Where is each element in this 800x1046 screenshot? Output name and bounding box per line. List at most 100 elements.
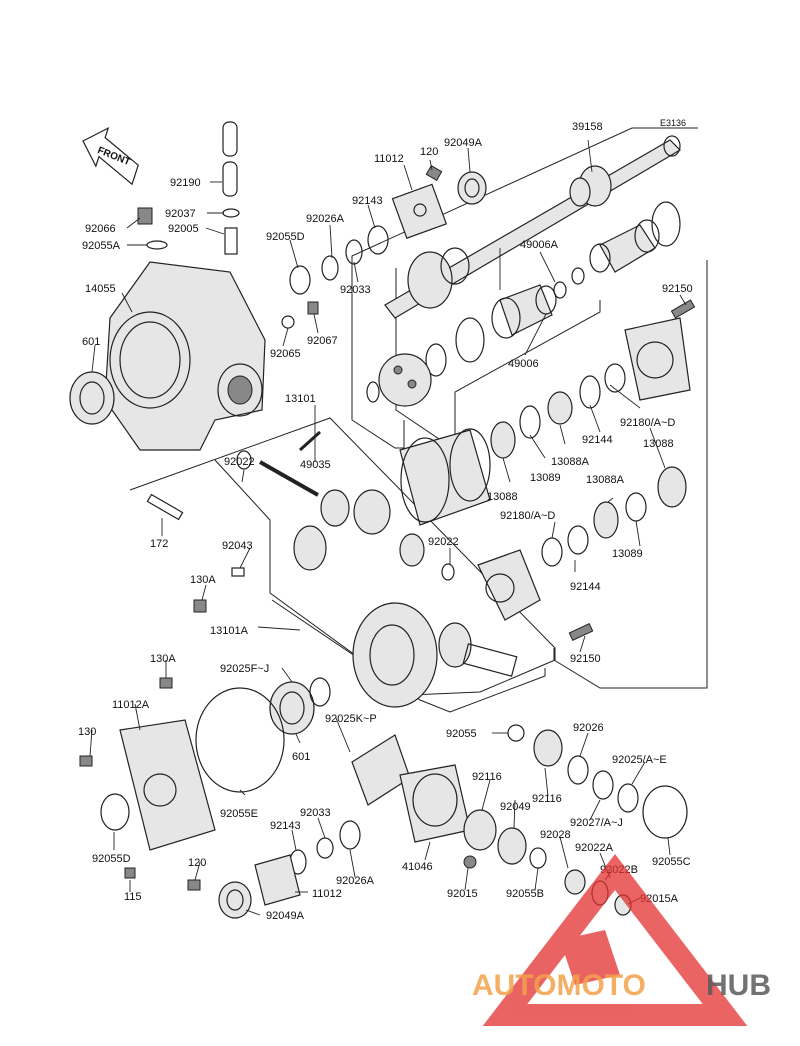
label-92022A: 92022A xyxy=(575,842,614,854)
cv-boot-upper xyxy=(589,201,681,273)
watermark-logo xyxy=(482,853,748,1026)
label-11012-bottom: 11012 xyxy=(312,888,342,900)
label-92116-a: 92116 xyxy=(472,771,502,783)
label-13089-mid: 13089 xyxy=(530,472,561,484)
ring-gear xyxy=(352,602,438,708)
label-92055B: 92055B xyxy=(506,888,544,900)
label-92037: 92037 xyxy=(165,208,196,220)
diagram-code: E3136 xyxy=(660,118,686,128)
label-92028: 92028 xyxy=(540,829,571,841)
label-13088A-mid: 13088A xyxy=(551,456,590,468)
oil-seal-92049A-top xyxy=(457,171,487,205)
small-parts-diff xyxy=(146,450,455,613)
label-13088-mid: 13088 xyxy=(487,491,518,503)
watermark-text-orange: AUTOMOTO xyxy=(472,969,646,1002)
hub-right xyxy=(624,299,696,401)
bearing-601-mid xyxy=(269,677,331,735)
label-92055C: 92055C xyxy=(652,856,691,868)
pinion-shaft-49035 xyxy=(259,430,322,497)
assembly-frame-upper xyxy=(351,127,698,449)
bearing-601-top xyxy=(69,371,115,425)
label-92180AD-right: 92180/A~D xyxy=(620,417,675,429)
label-120-top: 120 xyxy=(420,146,438,158)
label-92033-top: 92033 xyxy=(340,284,371,296)
label-130A-left: 130A xyxy=(190,574,216,586)
label-13101A: 13101A xyxy=(210,625,249,637)
label-601-mid: 601 xyxy=(292,751,310,763)
label-49035: 49035 xyxy=(300,459,331,471)
lower-bearings xyxy=(463,724,688,916)
label-92055-mid: 92055 xyxy=(446,728,477,740)
label-92116-b: 92116 xyxy=(532,793,562,805)
label-92015: 92015 xyxy=(447,888,478,900)
label-92025KP: 92025K~P xyxy=(325,713,377,725)
oring-92055D-bottom xyxy=(100,793,130,831)
cover-11012A xyxy=(79,677,216,851)
oring-92055E xyxy=(195,687,285,793)
label-39158: 39158 xyxy=(572,121,603,133)
label-92143-top: 92143 xyxy=(352,195,383,207)
label-11012-top: 11012 xyxy=(374,153,404,165)
label-92190: 92190 xyxy=(170,177,201,189)
side-gears xyxy=(293,489,425,571)
flange-11012-bottom xyxy=(124,854,301,919)
label-120-bottom: 120 xyxy=(188,857,206,869)
pinion-gear xyxy=(438,622,518,677)
label-130A-mid: 130A xyxy=(150,653,176,665)
hub-mid xyxy=(477,549,594,641)
label-92143-bottom: 92143 xyxy=(270,820,301,832)
label-92049A-top: 92049A xyxy=(444,137,483,149)
label-92055A: 92055A xyxy=(82,240,121,252)
drive-shaft xyxy=(384,135,681,319)
label-92055E: 92055E xyxy=(220,808,258,820)
label-92144-right: 92144 xyxy=(582,434,613,446)
breather-parts xyxy=(137,207,240,255)
label-92144-mid: 92144 xyxy=(570,581,601,593)
label-92027AJ: 92027/A~J xyxy=(570,817,623,829)
label-92049A-bottom: 92049A xyxy=(266,910,305,922)
label-92066: 92066 xyxy=(85,223,116,235)
label-49006: 49006 xyxy=(508,358,539,370)
label-172: 172 xyxy=(150,538,168,550)
label-41046: 41046 xyxy=(402,861,433,873)
diff-frame xyxy=(129,417,556,696)
label-92025AE: 92025/A~E xyxy=(612,754,667,766)
label-13088A-right: 13088A xyxy=(586,474,625,486)
label-14055: 14055 xyxy=(85,283,116,295)
assembly-frame-right xyxy=(553,260,708,689)
label-92150-top: 92150 xyxy=(662,283,693,295)
gasket-92025KP xyxy=(351,734,411,806)
label-92026A-top: 92026A xyxy=(306,213,345,225)
housing-41046 xyxy=(399,764,471,843)
label-92005: 92005 xyxy=(168,223,199,235)
label-92067: 92067 xyxy=(307,335,338,347)
label-92065: 92065 xyxy=(270,348,301,360)
label-13089-right: 13089 xyxy=(612,548,643,560)
front-arrow-icon xyxy=(82,126,139,186)
label-92049: 92049 xyxy=(500,801,531,813)
label-11012A: 11012A xyxy=(112,699,150,711)
label-92043: 92043 xyxy=(222,540,253,552)
diff-case xyxy=(399,428,491,526)
label-130: 130 xyxy=(78,726,96,738)
label-92033-bottom: 92033 xyxy=(300,807,331,819)
cv-joint-housing xyxy=(366,353,432,407)
watermark-text-gray: HUB xyxy=(706,969,771,1002)
label-92022-mid: 92022 xyxy=(428,536,459,548)
label-601-top: 601 xyxy=(82,336,100,348)
washers-right xyxy=(490,363,687,567)
label-92150-bottom: 92150 xyxy=(570,653,601,665)
label-13088-right: 13088 xyxy=(643,438,674,450)
label-92022-left: 92022 xyxy=(224,456,255,468)
label-92180AD-mid: 92180/A~D xyxy=(500,510,555,522)
pipe-92190 xyxy=(222,121,238,197)
label-49006A: 49006A xyxy=(520,239,559,251)
gear-case-housing xyxy=(104,261,266,451)
label-92055D-top: 92055D xyxy=(266,231,305,243)
label-13101: 13101 xyxy=(285,393,316,405)
flange-11012-top xyxy=(391,164,448,239)
label-92055D-bottom: 92055D xyxy=(92,853,131,865)
front-label: FRONT xyxy=(96,145,132,168)
label-92026-right: 92026 xyxy=(573,722,604,734)
